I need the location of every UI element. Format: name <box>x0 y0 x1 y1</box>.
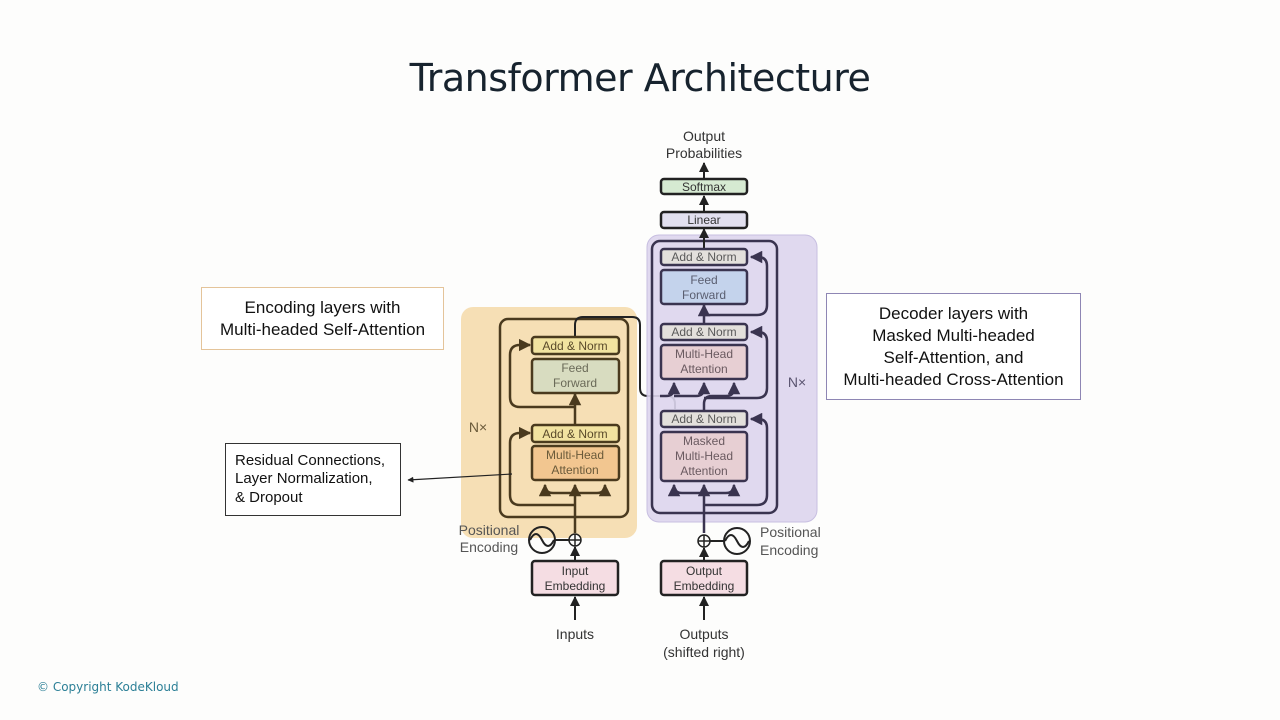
svg-text:Embedding: Embedding <box>545 579 606 593</box>
svg-text:Add & Norm: Add & Norm <box>671 250 736 264</box>
decoder-residual-bottom <box>704 412 769 507</box>
encoder-annotation: Encoding layers with Multi-headed Self-A… <box>201 287 444 350</box>
output-probabilities-label-line2: Probabilities <box>666 145 742 161</box>
outputs-label-line2: (shifted right) <box>663 644 745 660</box>
svg-text:Forward: Forward <box>553 376 597 390</box>
decoder-residual-mid <box>704 325 769 400</box>
decoder-masked-qkv-left <box>667 483 704 497</box>
linear-block: Linear <box>659 210 749 230</box>
copyright-notice: © Copyright KodeKloud <box>37 680 179 694</box>
svg-text:Multi-Head: Multi-Head <box>675 347 733 361</box>
encoder-positional-encoding-icon <box>528 526 569 554</box>
decoder-add-norm-bottom: Add & Norm <box>659 409 749 429</box>
decoder-cross-query <box>702 381 741 411</box>
svg-text:Forward: Forward <box>682 288 726 302</box>
svg-text:Embedding: Embedding <box>674 579 735 593</box>
encoder-annotation-text: Encoding layers with Multi-headed Self-A… <box>219 297 426 339</box>
decoder-cross-kv-left <box>660 381 681 398</box>
inputs-label: Inputs <box>556 626 594 642</box>
svg-text:Input: Input <box>562 564 589 578</box>
decoder-add-norm-mid: Add & Norm <box>659 322 749 342</box>
svg-text:Output: Output <box>686 564 723 578</box>
encoder-feed-forward: Feed Forward <box>530 357 621 395</box>
svg-text:Add & Norm: Add & Norm <box>671 412 736 426</box>
encoder-add-norm-bottom: Add & Norm <box>530 423 621 444</box>
encoder-residual-top <box>508 338 575 409</box>
decoder-masked-attention: Masked Multi-Head Attention <box>659 430 749 483</box>
svg-text:Attention: Attention <box>680 362 727 376</box>
svg-text:Multi-Head: Multi-Head <box>546 448 604 462</box>
encoder-qkv-left <box>538 483 575 497</box>
softmax-block: Softmax <box>659 177 749 196</box>
svg-text:Add & Norm: Add & Norm <box>542 427 607 441</box>
decoder-positional-encoding-icon <box>710 527 751 555</box>
decoder-masked-qkv-right <box>704 483 741 497</box>
svg-text:Multi-Head: Multi-Head <box>675 449 733 463</box>
decoder-positional-label-line1: Positional <box>760 524 821 540</box>
encoder-repeat-label: N× <box>469 419 487 435</box>
residual-callout-arrow <box>407 473 513 483</box>
svg-text:Feed: Feed <box>690 273 717 287</box>
encoder-multi-head-attention: Multi-Head Attention <box>530 444 621 482</box>
output-embedding-block: Output Embedding <box>659 559 749 597</box>
encoder-qkv-right <box>575 483 612 497</box>
svg-text:Attention: Attention <box>551 463 598 477</box>
svg-text:Linear: Linear <box>687 213 720 227</box>
encoder-add-icon <box>568 533 582 547</box>
residual-annotation-text: Residual Connections, Layer Normalizatio… <box>235 451 386 506</box>
output-probabilities-label-line1: Output <box>683 128 725 144</box>
decoder-annotation-text: Decoder layers with Masked Multi-headed … <box>843 303 1064 389</box>
decoder-annotation: Decoder layers with Masked Multi-headed … <box>826 293 1081 400</box>
residual-annotation: Residual Connections, Layer Normalizatio… <box>225 443 401 516</box>
encoder-add-norm-top: Add & Norm <box>530 335 621 356</box>
svg-text:Add & Norm: Add & Norm <box>671 325 736 339</box>
decoder-layer-outline <box>650 239 779 515</box>
encoder-residual-bottom <box>508 426 575 507</box>
svg-text:Add & Norm: Add & Norm <box>542 339 607 353</box>
svg-text:Feed: Feed <box>561 361 588 375</box>
encoder-positional-label-line1: Positional <box>459 522 520 538</box>
decoder-add-norm-top: Add & Norm <box>659 247 749 267</box>
decoder-repeat-label: N× <box>788 374 806 390</box>
svg-text:Attention: Attention <box>680 464 727 478</box>
decoder-feed-forward: Feed Forward <box>659 268 749 306</box>
outputs-label-line1: Outputs <box>679 626 728 642</box>
encoder-layer-outline <box>498 317 630 519</box>
decoder-cross-attention: Multi-Head Attention <box>659 343 749 381</box>
svg-text:Softmax: Softmax <box>682 180 726 194</box>
decoder-positional-label-line2: Encoding <box>760 542 818 558</box>
decoder-cross-kv-mid <box>674 381 711 398</box>
decoder-add-icon <box>697 534 711 548</box>
slide-title: Transformer Architecture <box>409 56 871 100</box>
input-embedding-block: Input Embedding <box>530 559 620 597</box>
svg-text:Masked: Masked <box>683 434 725 448</box>
encoder-positional-label-line2: Encoding <box>460 539 518 555</box>
decoder-residual-top <box>704 250 769 317</box>
